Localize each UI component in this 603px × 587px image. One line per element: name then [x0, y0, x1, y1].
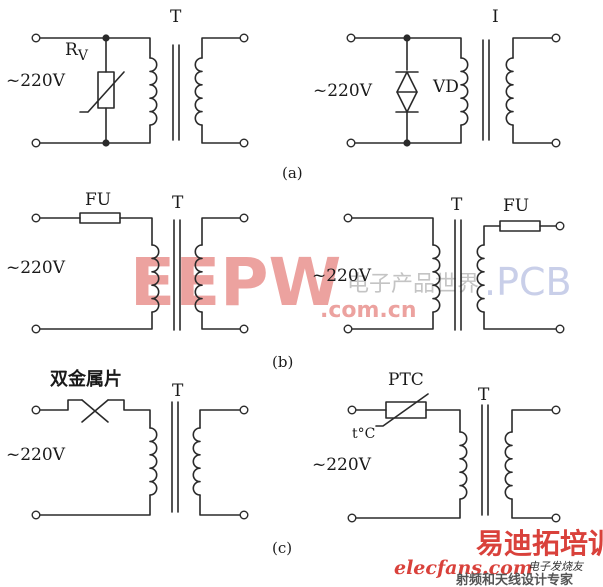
secondary-coil	[476, 244, 485, 313]
terminal	[551, 138, 561, 148]
transformer-core	[173, 219, 181, 331]
circuit-a-left: T RV ~220V	[6, 7, 249, 148]
terminal	[555, 221, 565, 231]
circuit-b-right: FU T ~220V	[312, 195, 565, 334]
transformer-label: I	[492, 7, 499, 27]
ptc-symbol	[385, 401, 427, 419]
caption-c: (c)	[272, 539, 292, 557]
terminal	[239, 33, 249, 43]
tvs-diode	[395, 71, 419, 113]
supply-label: ~220V	[312, 266, 372, 286]
terminal	[343, 324, 353, 334]
secondary-coil	[192, 427, 201, 496]
transformer-label: T	[478, 385, 490, 405]
transformer-core	[172, 44, 180, 141]
logo-chinese-small: 电子发烧友	[528, 560, 585, 573]
bimetal-label: 双金属片	[50, 368, 122, 390]
circuit-a-right: I VD ~220V	[313, 7, 561, 148]
terminal	[31, 33, 41, 43]
varistor-symbol	[97, 71, 115, 109]
primary-coil	[459, 431, 468, 500]
terminal	[31, 213, 41, 223]
terminal	[239, 138, 249, 148]
primary-coil	[151, 244, 160, 313]
fuse-label: FU	[503, 196, 529, 216]
primary-coil	[460, 57, 469, 126]
transformer-label: T	[451, 195, 463, 215]
primary-coil	[432, 244, 441, 313]
terminal	[347, 405, 357, 415]
diode-label: VD	[432, 77, 459, 97]
watermark-brand: EEPW	[130, 244, 341, 321]
terminal	[346, 138, 356, 148]
primary-coil	[149, 57, 158, 126]
terminal	[31, 138, 41, 148]
terminal	[239, 405, 249, 415]
terminal	[239, 213, 249, 223]
terminal	[31, 405, 41, 415]
caption-a: (a)	[282, 164, 303, 182]
fuse-symbol	[79, 212, 121, 224]
logo-tagline: 射频和天线设计专家	[455, 572, 574, 587]
terminal	[239, 324, 249, 334]
supply-label: ~220V	[312, 455, 372, 475]
terminal	[347, 513, 357, 523]
supply-label: ~220V	[6, 71, 66, 91]
fuse-symbol	[499, 220, 541, 232]
supply-label: ~220V	[313, 81, 373, 101]
circuit-b-left: FU T ~220V	[6, 190, 249, 334]
circuit-c-right: PTC t°C T ~220V	[312, 370, 561, 523]
circuit-c-left: 双金属片 T ~220V	[6, 368, 249, 520]
terminal	[551, 405, 561, 415]
transformer-label: T	[170, 7, 182, 27]
watermark-domain: .com.cn	[320, 298, 417, 323]
terminal	[551, 513, 561, 523]
bimetal-switch	[81, 399, 109, 423]
caption-b: (b)	[272, 353, 293, 371]
secondary-coil	[194, 244, 203, 313]
watermark: EEPW .com.cn 电子产品世界 .PCB	[130, 244, 572, 323]
transformer-core	[454, 219, 462, 331]
terminal	[343, 213, 353, 223]
transformer-label: T	[172, 193, 184, 213]
transformer-label: T	[172, 381, 184, 401]
secondary-coil	[504, 431, 513, 500]
terminal	[346, 33, 356, 43]
terminal	[31, 324, 41, 334]
ptc-label: PTC	[388, 370, 424, 390]
terminal	[239, 510, 249, 520]
watermark-pcb: .PCB	[484, 260, 572, 304]
secondary-coil	[194, 57, 203, 126]
temperature-label: t°C	[352, 426, 375, 442]
fuse-label: FU	[85, 190, 111, 210]
primary-coil	[149, 427, 158, 496]
varistor-label: RV	[65, 40, 89, 64]
transformer-core	[481, 404, 489, 516]
terminal	[555, 324, 565, 334]
terminal	[551, 33, 561, 43]
logo-chinese: 易迪拓培训	[476, 527, 603, 560]
logo-elecfans: elecfans.com	[394, 557, 533, 579]
transformer-core	[171, 401, 179, 513]
terminal	[31, 510, 41, 520]
transformer-core	[482, 39, 490, 141]
secondary-coil	[505, 57, 514, 126]
supply-label: ~220V	[6, 258, 66, 278]
watermark-chinese: 电子产品世界	[347, 272, 479, 297]
supply-label: ~220V	[6, 445, 66, 465]
branding-logo: 易迪拓培训 elecfans.com 电子发烧友 射频和天线设计专家	[394, 527, 603, 587]
